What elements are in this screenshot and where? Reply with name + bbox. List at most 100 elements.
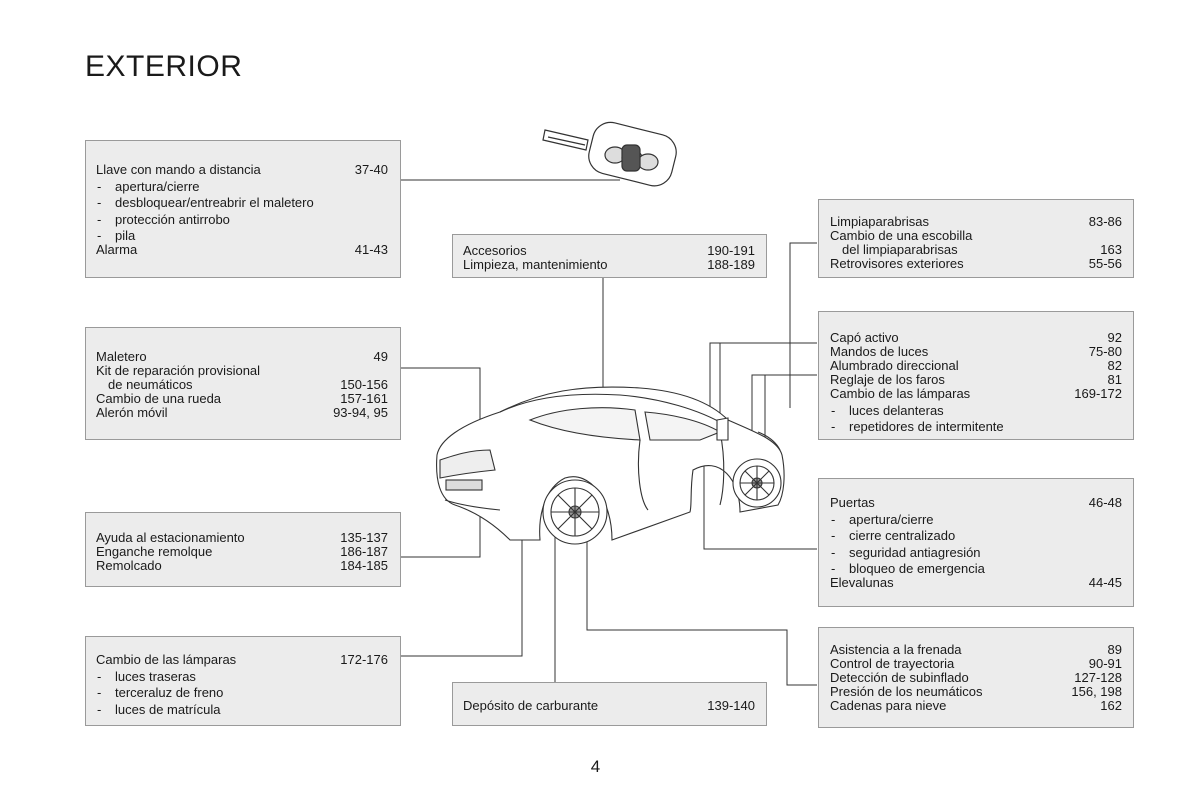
entry-row: Elevalunas 44-45 [830,576,1122,590]
entry-label: desbloquear/entreabrir el maletero [96,196,314,210]
sub-item-row: apertura/cierre [830,512,1122,527]
leader-line-wipers [789,242,817,408]
entry-label: Alumbrado direccional [830,358,959,373]
entry-label: Kit de reparación provisional [96,363,261,378]
entry-label: Llave con mando a distancia [96,162,261,177]
entry-label: terceraluz de freno [96,686,223,700]
entry-label: de neumáticos [108,377,193,392]
entry-row: Kit de reparación provisional [96,364,388,378]
entry-label: luces traseras [96,669,196,684]
leader-line-brakes [586,520,817,686]
leader-line-bonnet-a [709,342,817,410]
entry-row: Capó activo 92 [830,331,1122,345]
entry-label: Limpieza, mantenimiento [463,257,608,272]
page-reference: 157-161 [340,391,388,406]
page-reference: 135-137 [340,530,388,545]
page-reference: 92 [1107,330,1122,345]
page-reference: 150-156 [340,377,388,392]
entry-label: del limpiaparabrisas [842,242,958,257]
rear-lamps-box: Cambio de las lámparas 172-176 luces trase… [85,636,401,726]
entry-row: Reglaje de los faros 81 [830,373,1122,387]
page-reference: 139-140 [707,698,755,713]
entry-label: Asistencia a la frenada [830,642,962,657]
page-reference: 81 [1107,372,1122,387]
car-illustration-icon [436,386,785,545]
entry-row: Depósito de carburante 139-140 [463,699,755,713]
sub-item-row: terceraluz de freno [96,686,388,700]
entry-label: Retrovisores exteriores [830,256,964,271]
entry-label: Capó activo [830,330,899,345]
page-reference: 172-176 [340,652,388,667]
page-reference: 49 [373,349,388,364]
entry-row: Maletero 49 [96,350,388,364]
entry-label: Alarma [96,242,138,257]
entry-label: seguridad antiagresión [830,545,981,560]
page-reference: 83-86 [1088,214,1122,229]
sub-item-row: pila [96,229,388,243]
entry-row: del limpiaparabrisas 163 [830,243,1122,257]
sub-item-row: seguridad antiagresión [830,545,1122,560]
leader-line-bonnet-b [751,374,817,435]
page-reference: 163 [1100,242,1122,257]
entry-label: Cambio de las lámparas [96,652,237,667]
page-reference: 82 [1107,358,1122,373]
entry-label: Mandos de luces [830,344,929,359]
sub-item-row: desbloquear/entreabrir el maletero [96,196,388,210]
page-reference: 55-56 [1088,256,1122,271]
sub-item-row: luces traseras [96,669,388,684]
entry-row: de neumáticos 150-156 [96,378,388,392]
entry-label: Control de trayectoria [830,656,955,671]
page-reference: 37-40 [354,162,388,177]
sub-item-row: luces delanteras [830,403,1122,418]
entry-label: Remolcado [96,558,162,573]
entry-label: apertura/cierre [830,512,934,527]
entry-row: Alumbrado direccional 82 [830,359,1122,373]
entry-label: bloqueo de emergencia [830,562,985,576]
entry-label: Detección de subinflado [830,670,969,685]
entry-row: Remolcado 184-185 [96,559,388,573]
entry-row: Ayuda al estacionamiento 135-137 [96,531,388,545]
key-fob-icon [542,121,677,187]
entry-label: protección antirrobo [96,212,230,227]
entry-label: Reglaje de los faros [830,372,945,387]
remote-key-box: Llave con mando a distancia37-40apertura… [85,140,401,278]
entry-label: Ayuda al estacionamiento [96,530,245,545]
page-reference: 169-172 [1074,386,1122,401]
entry-label: cierre centralizado [830,529,955,543]
leader-line-parking [401,510,481,558]
sub-item-row: luces de matrícula [96,702,388,717]
entry-label: Depósito de carburante [463,698,599,713]
page-reference: 46-48 [1088,495,1122,510]
entry-label: luces de matrícula [96,702,221,717]
page-reference: 93-94, 95 [333,405,388,420]
entry-label: repetidores de intermitente [830,420,1004,434]
page-reference: 44-45 [1088,575,1122,590]
entry-row: Llave con mando a distancia 37-40 [96,163,388,177]
entry-label: luces delanteras [830,403,944,418]
entry-label: Maletero [96,349,147,364]
fuel-tank-box: Depósito de carburante 139-140 [452,682,767,726]
page-reference: 184-185 [340,558,388,573]
sub-item-row: bloqueo de emergencia [830,562,1122,576]
entry-row: Retrovisores exteriores 55-56 [830,257,1122,271]
entry-row: Alarma 41-43 [96,243,388,257]
page-title: EXTERIOR [85,50,243,83]
page-reference: 41-43 [354,242,388,257]
page-reference: 190-191 [707,243,755,258]
page-reference: 186-187 [340,544,388,559]
entry-label: Cadenas para nieve [830,698,947,713]
entry-label: Elevalunas [830,575,894,590]
